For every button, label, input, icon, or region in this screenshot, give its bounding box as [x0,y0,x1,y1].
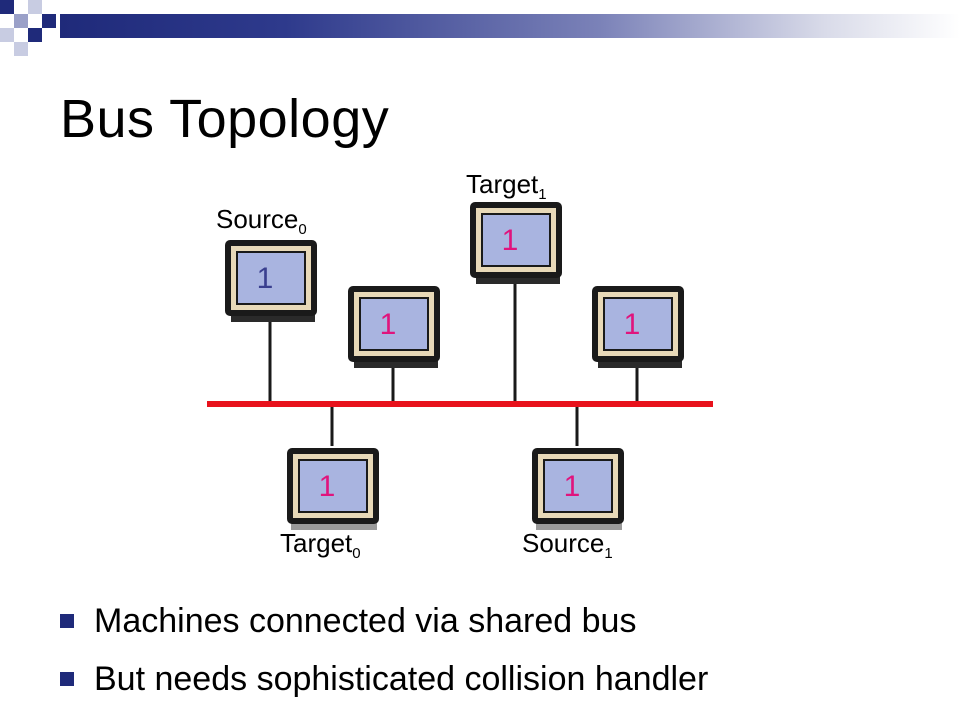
deco-square [14,42,28,56]
screen-number: 1 [380,308,397,341]
deco-square [14,14,28,28]
screen-number: 1 [319,470,336,503]
bullet-item: Machines connected via shared bus [60,595,708,647]
label-source-1: Source1 [522,528,613,562]
computer-target0: 1 [287,448,379,530]
bullet-text: But needs sophisticated collision handle… [94,659,709,698]
computer-source0: 1 [225,240,317,322]
label-target-0: Target0 [280,528,361,562]
screen-number: 1 [624,308,641,341]
computer-node-b: 1 [592,286,684,368]
computer-source1: 1 [532,448,624,530]
slide-title: Bus Topology [60,89,390,149]
deco-square [28,0,42,14]
header-decoration [0,0,960,60]
label-source-0: Source0 [216,204,307,238]
bullet-square-icon [60,672,74,686]
bullet-item: But needs sophisticated collision handle… [60,653,708,705]
header-gradient-bar [60,14,960,38]
screen-number: 1 [564,470,581,503]
bullet-list: Machines connected via shared bus But ne… [60,595,708,711]
bullet-text: Machines connected via shared bus [94,601,637,640]
deco-square [0,0,14,14]
deco-square [42,14,56,28]
deco-square [0,28,14,42]
screen-number: 1 [502,224,519,257]
bullet-square-icon [60,614,74,628]
computer-target1: 1 [470,202,562,284]
screen-number: 1 [257,262,274,295]
computer-node-a: 1 [348,286,440,368]
label-target-1: Target1 [466,169,547,203]
deco-square [28,28,42,42]
